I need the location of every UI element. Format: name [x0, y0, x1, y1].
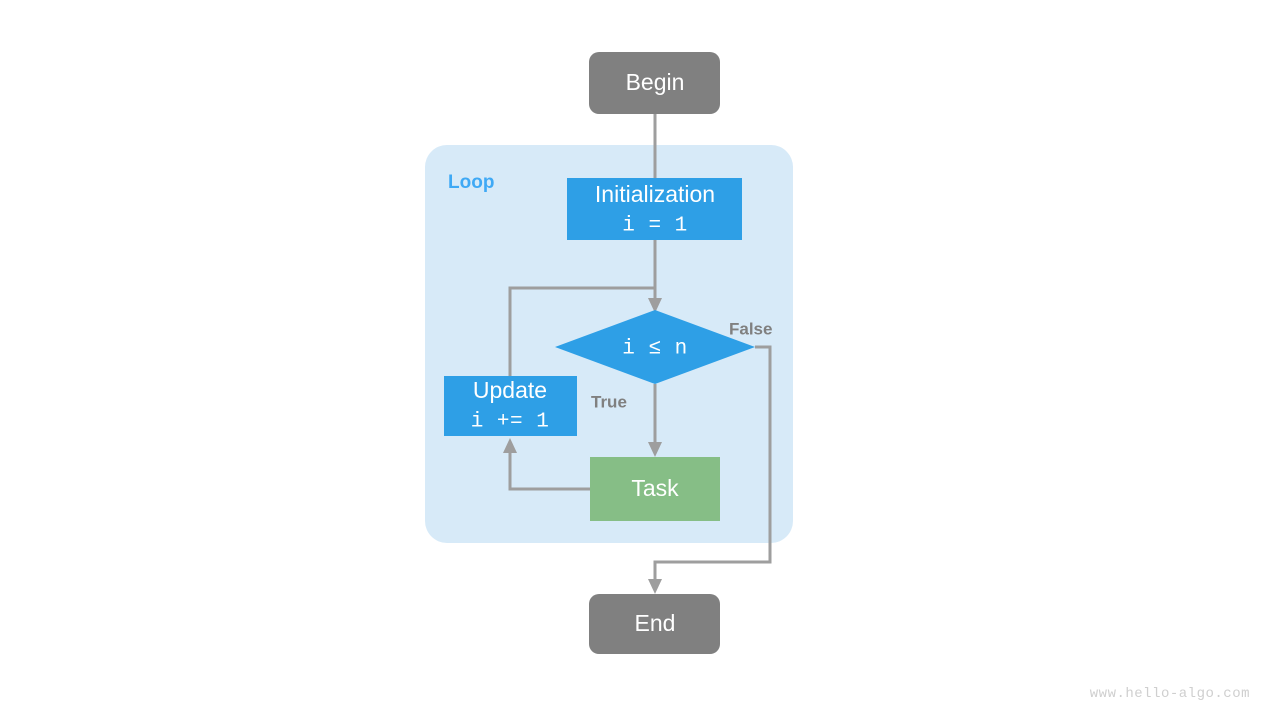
arrowhead-icon [503, 438, 517, 453]
node-end-label: End [635, 610, 676, 636]
loop-group-label: Loop [448, 172, 494, 193]
node-condition-shape[interactable] [555, 310, 755, 384]
node-begin-shape[interactable] [589, 52, 720, 114]
arrowhead-icon [648, 298, 662, 313]
node-update-label: Update [473, 377, 547, 403]
edge-task-to-update [503, 438, 590, 491]
node-begin[interactable]: Begin [589, 52, 720, 114]
node-task-shape[interactable] [590, 457, 720, 521]
node-update-shape[interactable] [444, 376, 577, 436]
edge-label-false: False [729, 319, 772, 338]
node-end[interactable]: End [589, 594, 720, 654]
node-task[interactable]: Task [590, 457, 720, 521]
edge-condition-false-to-end [648, 345, 772, 594]
edge-initialization-to-condition [648, 240, 662, 313]
edge-label-true: True [591, 392, 627, 411]
node-update-code: i += 1 [471, 411, 550, 434]
node-initialization-label: Initialization [595, 181, 715, 207]
edge-condition-true-to-task [648, 384, 662, 457]
node-initialization-shape[interactable] [567, 178, 742, 240]
node-end-shape[interactable] [589, 594, 720, 654]
node-begin-label: Begin [626, 69, 685, 95]
node-initialization-code: i = 1 [622, 215, 688, 238]
node-task-label: Task [631, 475, 679, 501]
node-condition-label: i ≤ n [622, 338, 688, 361]
arrowhead-icon [648, 579, 662, 594]
arrowhead-icon [648, 442, 662, 457]
watermark: www.hello-algo.com [1089, 686, 1250, 702]
node-initialization[interactable]: Initialization i = 1 [567, 178, 742, 240]
node-condition[interactable]: i ≤ n [555, 310, 755, 384]
node-update[interactable]: Update i += 1 [444, 376, 577, 436]
edge-update-to-condition [508, 286, 655, 376]
